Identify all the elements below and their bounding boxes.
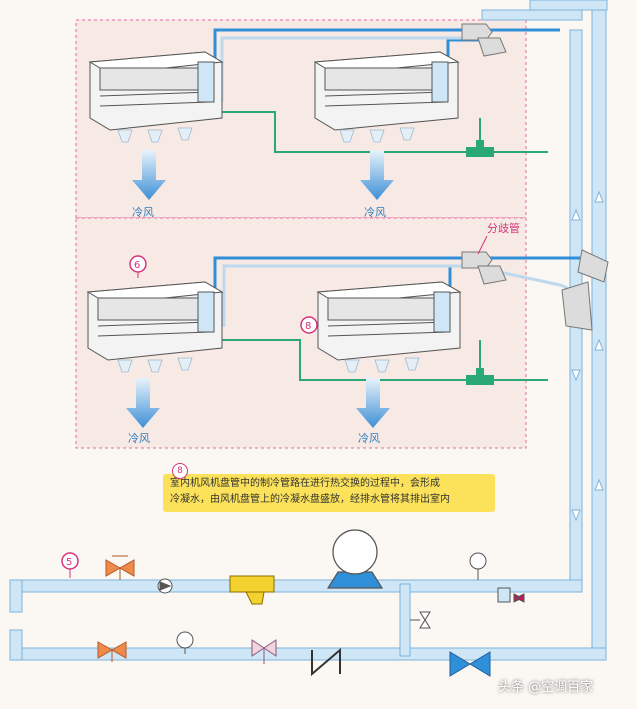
drain-valve-small xyxy=(410,611,431,629)
drain-tees xyxy=(466,140,494,385)
cold-air-label-4: 冷风 xyxy=(358,432,380,445)
valve-upper-left xyxy=(105,555,135,580)
marker-6: 6 xyxy=(129,255,147,278)
marker-6-text: 6 xyxy=(134,260,140,271)
cold-air-label-1: 冷风 xyxy=(132,206,154,219)
marker-5: 5 xyxy=(61,552,79,578)
branch-pipe-lower xyxy=(461,249,609,331)
branch-pipe-label: 分歧管 xyxy=(487,221,520,235)
gate-valve xyxy=(449,651,491,677)
branch-pipe-leader xyxy=(477,235,488,255)
cold-air-label-2: 冷风 xyxy=(364,206,386,219)
condensate-note: 室内机风机盘管中的制冷管路在进行热交换的过程中，会形成 冷凝水，由风机盘管上的冷… xyxy=(170,476,492,508)
pressure-gauge-1 xyxy=(176,631,194,654)
check-valve xyxy=(157,578,173,594)
marker-8-text: 8 xyxy=(305,321,311,332)
fan-coil-unit-3 xyxy=(86,281,224,361)
air-vent-valve xyxy=(497,587,525,603)
marker-8: 8 xyxy=(300,316,318,334)
cold-air-arrows xyxy=(126,150,394,428)
watermark: 头条 @空调百家 xyxy=(498,680,594,695)
valve-lower-pink xyxy=(251,639,277,664)
strainer-filter xyxy=(229,575,275,605)
note-line-2: 冷凝水，由风机盘管上的冷凝水盘盛放，经排水管将其排出室内 xyxy=(170,494,450,505)
pressure-gauge-2 xyxy=(469,552,487,580)
water-pump xyxy=(326,529,384,589)
expansion-joint xyxy=(311,647,341,677)
condensate-note-box xyxy=(163,474,495,512)
note-marker: 8 xyxy=(172,463,188,479)
branch-pipe-upper xyxy=(461,23,507,57)
valve-lower-left xyxy=(97,641,127,662)
fan-coil-unit-2 xyxy=(313,51,460,131)
vent-arrows xyxy=(117,127,420,373)
flow-arrows xyxy=(571,190,604,522)
note-line-1: 室内机风机盘管中的制冷管路在进行热交换的过程中，会形成 xyxy=(170,478,440,489)
marker-5-text: 5 xyxy=(66,557,72,568)
water-loop xyxy=(9,0,608,661)
fan-coil-unit-4 xyxy=(316,281,462,361)
fan-coil-unit-1 xyxy=(88,51,224,131)
cold-air-label-3: 冷风 xyxy=(128,432,150,445)
